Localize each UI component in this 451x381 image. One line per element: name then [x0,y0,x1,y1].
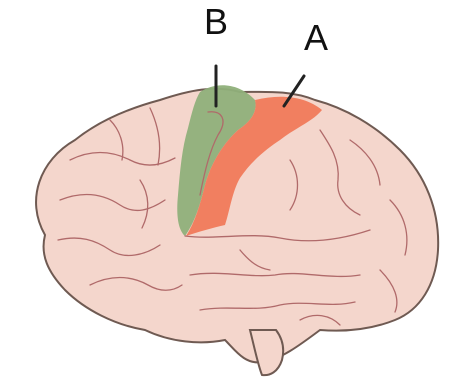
label-a: A [304,17,328,58]
brainstem [250,330,283,375]
label-b: B [204,1,228,42]
